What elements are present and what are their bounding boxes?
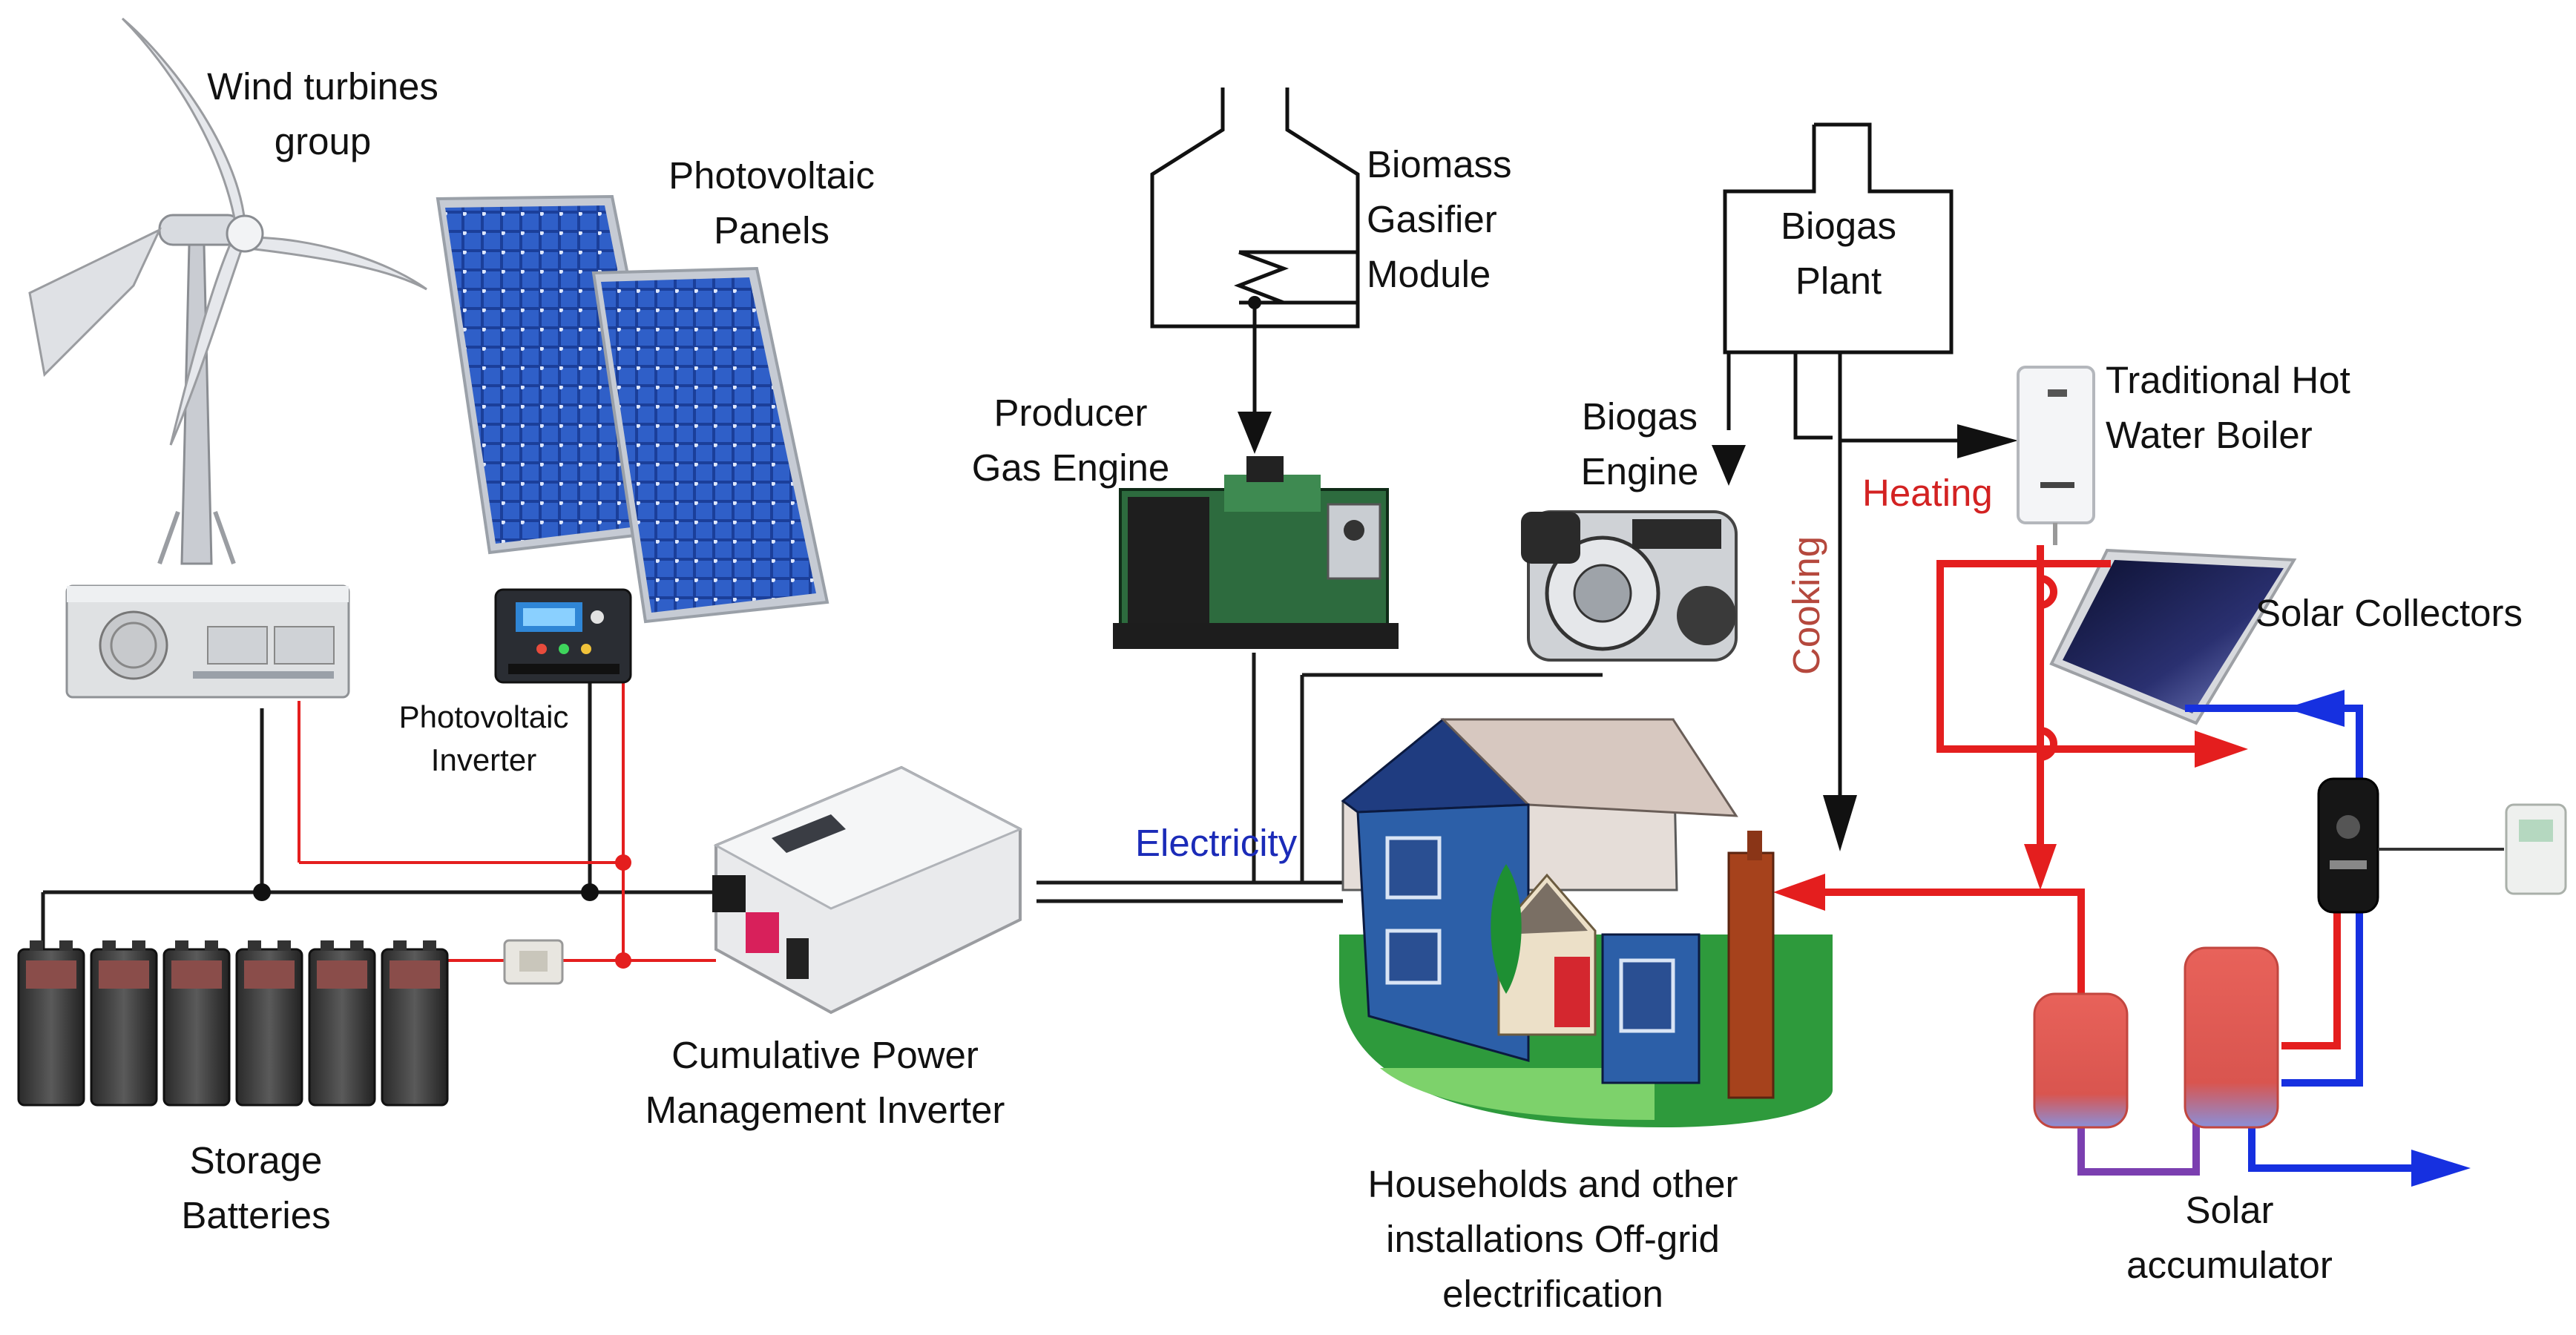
biogas-plant-icon — [1723, 122, 1974, 812]
thermostat-icon — [2505, 803, 2567, 895]
label-electricity: Electricity — [1135, 822, 1298, 864]
pipe-crossover — [2040, 575, 2057, 761]
arrow-head — [1238, 412, 1272, 454]
gas-engine-icon — [1521, 510, 1738, 662]
gasifier-icon — [1150, 88, 1360, 412]
arrow-head — [2285, 690, 2345, 727]
wind-turbine-icon — [28, 17, 427, 565]
label-biogas-engine: Biogas Engine — [1580, 395, 1699, 492]
label-biomass-gasifier: Biomass Gasifier Module — [1367, 143, 1512, 295]
wire-junction — [253, 883, 271, 901]
label-pv-panels: Photovoltaic Panels — [668, 154, 875, 251]
inverter-icon — [712, 765, 1023, 1015]
gasifier-outlet — [1248, 296, 1261, 309]
arrow-head — [1773, 874, 1825, 911]
wire-junction — [615, 952, 631, 969]
label-hot-water-boiler: Traditional Hot Water Boiler — [2106, 359, 2350, 456]
label-cumulative-inverter: Cumulative Power Management Inverter — [645, 1034, 1005, 1131]
solar-collector-icon — [2049, 548, 2297, 725]
charge-controller-icon — [494, 588, 632, 684]
wind-controller-icon — [65, 584, 350, 699]
dc-wiring — [298, 682, 716, 962]
wire-junction — [615, 854, 631, 871]
electric-wiring — [41, 653, 1603, 964]
arrow-head — [2411, 1150, 2471, 1187]
arrow-head — [1823, 795, 1857, 851]
house-icon — [1339, 717, 1833, 1127]
wire-junction — [581, 883, 599, 901]
label-solar-collectors: Solar Collectors — [2255, 592, 2523, 634]
arrow-head — [1957, 424, 2018, 458]
water-boiler-icon — [2017, 366, 2095, 545]
pump-station-icon — [2317, 777, 2379, 914]
arrow-head — [2024, 844, 2057, 890]
arrow-head — [1712, 445, 1746, 486]
label-heating: Heating — [1862, 472, 1993, 514]
battery-icon — [17, 939, 449, 1107]
label-solar-accumulator: Solar accumulator — [2126, 1189, 2333, 1286]
solar-panel-icon — [436, 194, 829, 624]
mixed-water-piping — [2077, 1120, 2200, 1176]
arrow-head — [2195, 731, 2248, 768]
label-pv-inverter: Photovoltaic Inverter — [398, 699, 569, 777]
label-wind-turbines: Wind turbines group — [207, 65, 438, 162]
label-cooking: Cooking — [1785, 535, 1827, 675]
label-households: Households and other installations Off-g… — [1367, 1163, 1738, 1315]
generator-icon — [1113, 456, 1399, 649]
storage-tank-icon — [2033, 946, 2279, 1129]
label-storage-batteries: Storage Batteries — [181, 1139, 331, 1236]
fuse-icon — [503, 939, 564, 985]
label-producer-gas-engine: Producer Gas Engine — [971, 392, 1170, 489]
label-biogas-plant: Biogas Plant — [1781, 205, 1896, 302]
